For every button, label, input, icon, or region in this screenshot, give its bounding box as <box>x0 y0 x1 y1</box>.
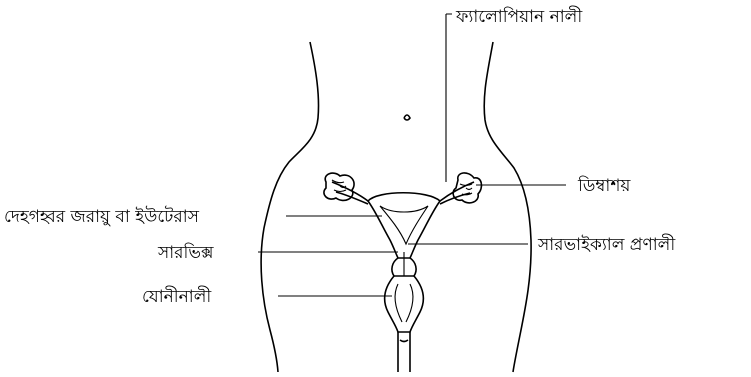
navel <box>404 115 410 120</box>
label-cervix: সারভিক্স <box>157 242 214 263</box>
fallopian-tube-left <box>332 182 368 204</box>
label-uterus: দেহগহ্বর জরায়ু বা ইউটেরাস <box>4 206 200 227</box>
label-ovary: ডিম্বাশয় <box>577 175 631 196</box>
ovary-right <box>453 173 481 203</box>
body-outline-left <box>261 42 318 372</box>
body-outline-right <box>484 42 531 372</box>
ovary-right-detail <box>460 184 472 195</box>
label-fallopian-tube: ফ্যালোপিয়ান নালী <box>455 6 583 27</box>
uterus-shape <box>368 193 440 258</box>
label-vagina: যোনীনালী <box>142 286 212 307</box>
vagina-shape <box>385 276 424 332</box>
uterine-cavity <box>380 206 428 244</box>
leader-fallopian <box>446 14 452 182</box>
vaginal-opening <box>398 332 410 372</box>
label-cervical-canal: সারভাইক্যাল প্রণালী <box>537 234 676 255</box>
vagina-inner <box>395 284 413 322</box>
